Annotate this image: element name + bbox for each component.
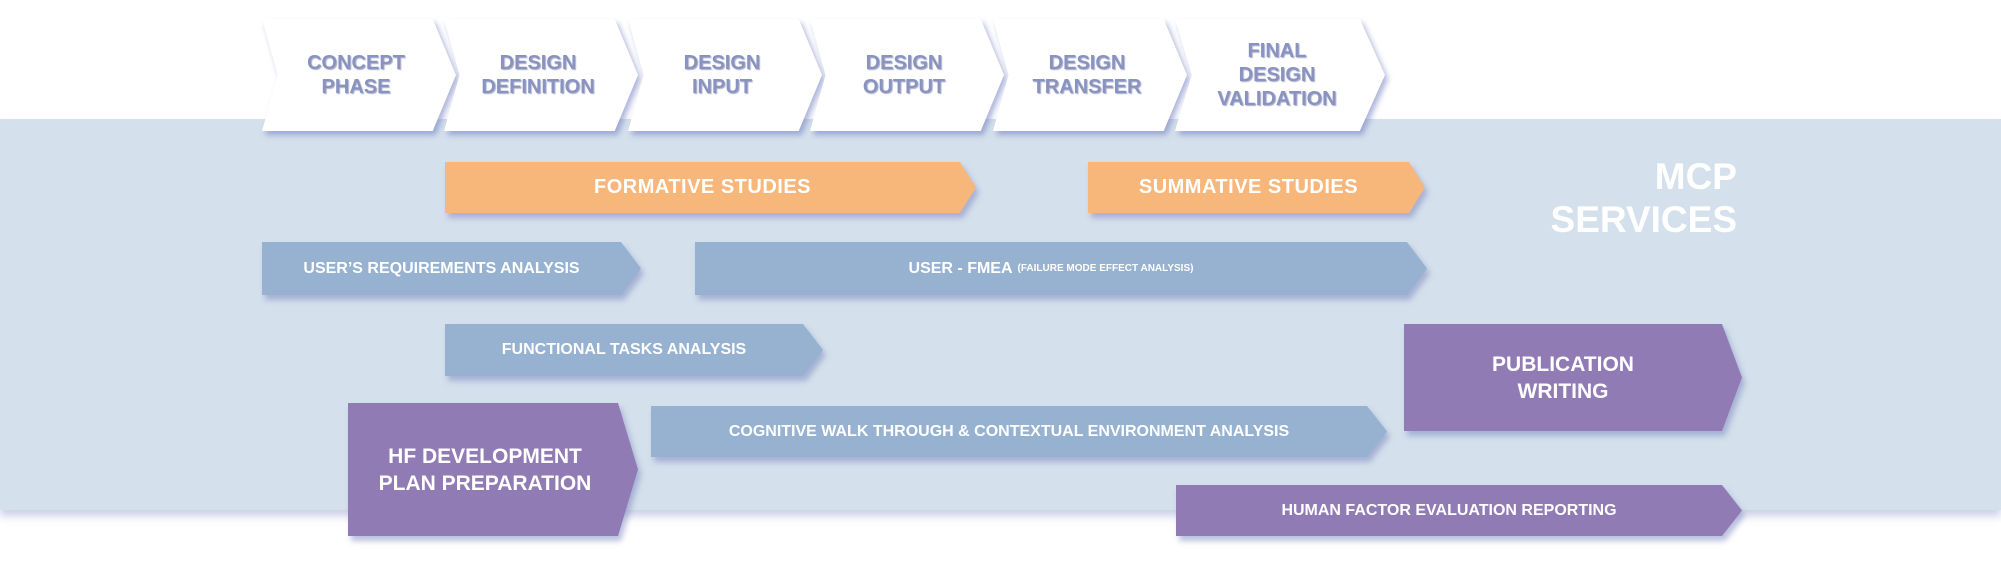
user-fmea-label: USER - FMEA bbox=[908, 259, 1013, 277]
phase-design-definition: DESIGN DEFINITION bbox=[444, 19, 638, 131]
formative-studies-label: FORMATIVE STUDIES bbox=[593, 176, 812, 198]
hf-development-plan-bar: HF DEVELOPMENT PLAN PREPARATION bbox=[348, 403, 638, 536]
phase-final-design-validation: FINAL DESIGN VALIDATION bbox=[1175, 19, 1385, 131]
hf-reporting-label: HUMAN FACTOR EVALUATION REPORTING bbox=[1281, 502, 1617, 519]
functional-tasks-bar: FUNCTIONAL TASKS ANALYSIS bbox=[445, 324, 823, 376]
formative-studies-bar: FORMATIVE STUDIES bbox=[445, 162, 976, 213]
hf-plan-label-line1: HF DEVELOPMENT bbox=[388, 444, 582, 468]
users-requirements-bar: USER’S REQUIREMENTS ANALYSIS bbox=[262, 242, 641, 295]
users-requirements-label: USER’S REQUIREMENTS ANALYSIS bbox=[303, 259, 580, 277]
publication-label-line1: PUBLICATION bbox=[1492, 352, 1634, 376]
phase-design-transfer: DESIGN TRANSFER bbox=[993, 19, 1187, 131]
mcp-title-line1: MCP bbox=[1654, 156, 1737, 197]
summative-studies-bar: SUMMATIVE STUDIES bbox=[1088, 162, 1425, 213]
user-fmea-note: (FAILURE MODE EFFECT ANALYSIS) bbox=[1017, 263, 1194, 274]
functional-tasks-label: FUNCTIONAL TASKS ANALYSIS bbox=[501, 341, 747, 358]
phase-design-input: DESIGN INPUT bbox=[628, 19, 822, 131]
phase-concept: CONCEPT PHASE bbox=[262, 19, 456, 131]
cognitive-walk-label: COGNITIVE WALK THROUGH & CONTEXTUAL ENVI… bbox=[728, 422, 1290, 440]
phase-label: DESIGN DEFINITION bbox=[481, 52, 595, 98]
publication-writing-bar: PUBLICATION WRITING bbox=[1404, 324, 1742, 431]
phase-label: DESIGN OUTPUT bbox=[862, 52, 946, 98]
summative-studies-label: SUMMATIVE STUDIES bbox=[1138, 176, 1359, 198]
user-fmea-bar: USER - FMEA (FAILURE MODE EFFECT ANALYSIS… bbox=[695, 242, 1427, 295]
phase-label: FINAL DESIGN VALIDATION bbox=[1217, 40, 1337, 110]
mcp-title-line2: SERVICES bbox=[1550, 199, 1737, 240]
cognitive-walk-bar: COGNITIVE WALK THROUGH & CONTEXTUAL ENVI… bbox=[651, 406, 1387, 457]
hf-evaluation-reporting-bar: HUMAN FACTOR EVALUATION REPORTING bbox=[1176, 485, 1742, 536]
phase-design-output: DESIGN OUTPUT bbox=[810, 19, 1004, 131]
mcp-services-title: MCP SERVICES bbox=[1551, 155, 1737, 241]
hf-plan-label-line2: PLAN PREPARATION bbox=[378, 471, 592, 495]
phase-label: DESIGN INPUT bbox=[683, 52, 761, 98]
phase-label: DESIGN TRANSFER bbox=[1032, 52, 1142, 98]
publication-label-line2: WRITING bbox=[1517, 379, 1609, 403]
phase-label: CONCEPT PHASE bbox=[307, 52, 405, 98]
